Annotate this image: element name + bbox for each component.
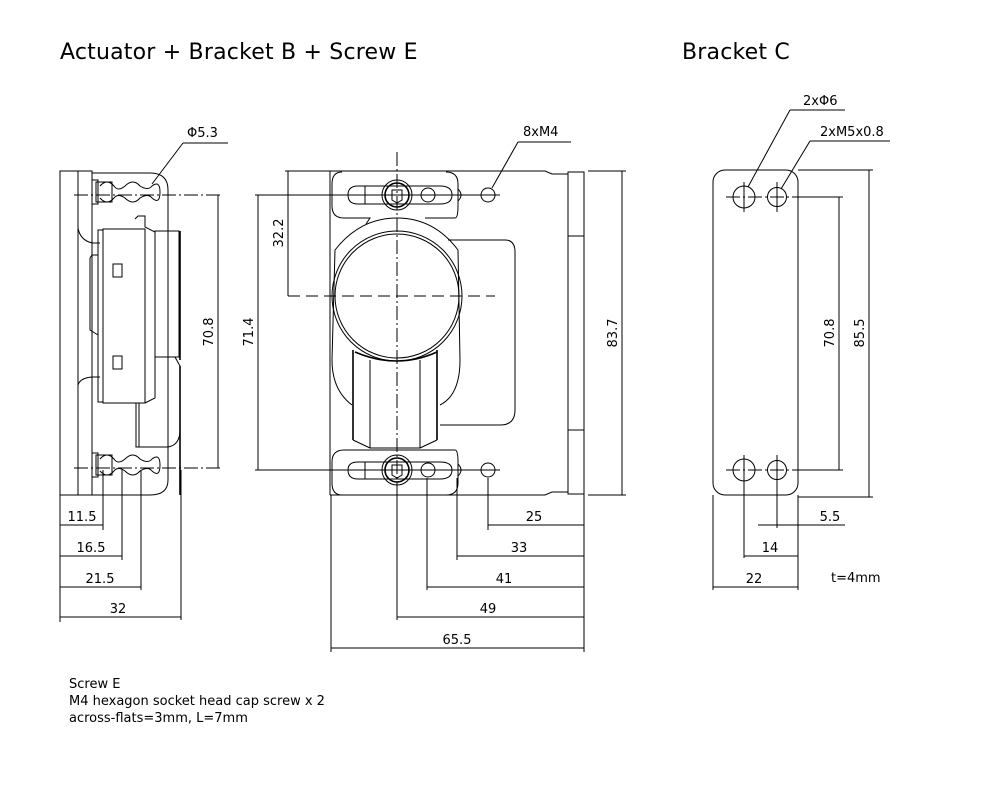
side-screw-body-bottom — [95, 454, 113, 476]
side-bracket-plate — [77, 170, 93, 496]
side-screw-head-top — [91, 179, 99, 205]
notes-line-1: M4 hexagon socket head cap screw x 2 — [69, 694, 325, 709]
front-dim-322: 32.2 — [272, 219, 287, 248]
bracket-c-thread-leader — [780, 140, 811, 190]
front-view: 8xM4 32.2 71.4 83.7 25 33 41 49 65.5 — [242, 125, 626, 652]
side-motor-lower — [135, 356, 181, 448]
front-dim-714: 71.4 — [242, 318, 257, 347]
side-actuator-flange — [97, 229, 104, 403]
side-slot-bottom — [99, 454, 161, 476]
bracket-c-view: 2xΦ6 2xM5x0.8 70.8 85.5 5.5 14 22 — [712, 94, 890, 590]
side-hole-callout: Φ5.3 — [187, 126, 218, 141]
front-hex-socket-top — [391, 189, 403, 204]
side-screw-body-top — [95, 181, 113, 203]
bracket-c-dim-22: 22 — [746, 572, 763, 587]
bracket-c-outline — [712, 169, 799, 496]
side-actuator-window-bottom — [112, 355, 123, 370]
side-view: Φ5.3 70.8 11.5 16.5 21.5 32 — [59, 126, 228, 622]
notes-heading: Screw E — [69, 677, 121, 692]
side-dim-165: 16.5 — [77, 541, 106, 556]
front-shaft-body — [352, 360, 438, 449]
side-dim-32: 32 — [110, 602, 127, 617]
side-dim-708: 70.8 — [202, 318, 217, 347]
screw-e-notes: Screw E M4 hexagon socket head cap screw… — [69, 676, 325, 727]
side-hole-leader — [151, 142, 184, 185]
side-dim-215: 21.5 — [86, 572, 115, 587]
front-hex-socket-bottom — [391, 464, 403, 479]
front-dim-41: 41 — [496, 572, 513, 587]
view-title-actuator-assembly: Actuator + Bracket B + Screw E — [60, 40, 418, 65]
front-actuator-housing — [331, 217, 461, 406]
bracket-c-thread-callout: 2xM5x0.8 — [820, 125, 884, 140]
front-holes-callout: 8xM4 — [523, 125, 558, 140]
side-motor-cap — [154, 230, 180, 358]
front-slot-bottom — [347, 461, 453, 480]
side-actuator-body — [102, 228, 146, 404]
front-bracket-frame — [329, 170, 568, 496]
side-actuator-window-top — [112, 263, 123, 278]
front-slot-top — [347, 185, 453, 205]
side-fillet-top — [77, 227, 100, 244]
front-holes-leader — [491, 141, 519, 189]
side-screw-head-bottom — [91, 452, 99, 478]
bracket-c-dim-708: 70.8 — [823, 319, 838, 348]
side-dim-115: 11.5 — [68, 510, 97, 525]
side-actuator-back — [89, 254, 99, 336]
front-flange-bottom — [331, 449, 459, 496]
front-dim-655: 65.5 — [443, 633, 472, 648]
side-base-plate — [59, 170, 79, 496]
side-fillet-bottom — [77, 376, 100, 386]
front-bracket-side-plate — [567, 171, 585, 495]
front-dim-33: 33 — [511, 541, 528, 556]
front-motor-outline — [440, 239, 516, 426]
bracket-c-dim-14: 14 — [762, 541, 779, 556]
bracket-c-dim-855: 85.5 — [853, 319, 868, 348]
bracket-c-dim-55: 5.5 — [820, 510, 841, 525]
view-title-bracket-c: Bracket C — [682, 40, 790, 65]
bracket-c-thickness-note: t=4mm — [831, 571, 881, 586]
front-dim-49: 49 — [480, 602, 497, 617]
bracket-c-phi6-leader — [747, 109, 791, 188]
notes-line-2: across-flats=3mm, L=7mm — [69, 711, 248, 726]
front-dim-25: 25 — [526, 510, 543, 525]
bracket-c-phi6-callout: 2xΦ6 — [803, 94, 837, 109]
side-bracket-outline — [92, 172, 169, 496]
side-actuator-side — [134, 215, 156, 404]
front-dim-837: 83.7 — [606, 319, 621, 348]
front-shaft-sides — [352, 350, 438, 440]
front-flange-top — [331, 171, 459, 225]
side-slot-top — [99, 181, 161, 203]
